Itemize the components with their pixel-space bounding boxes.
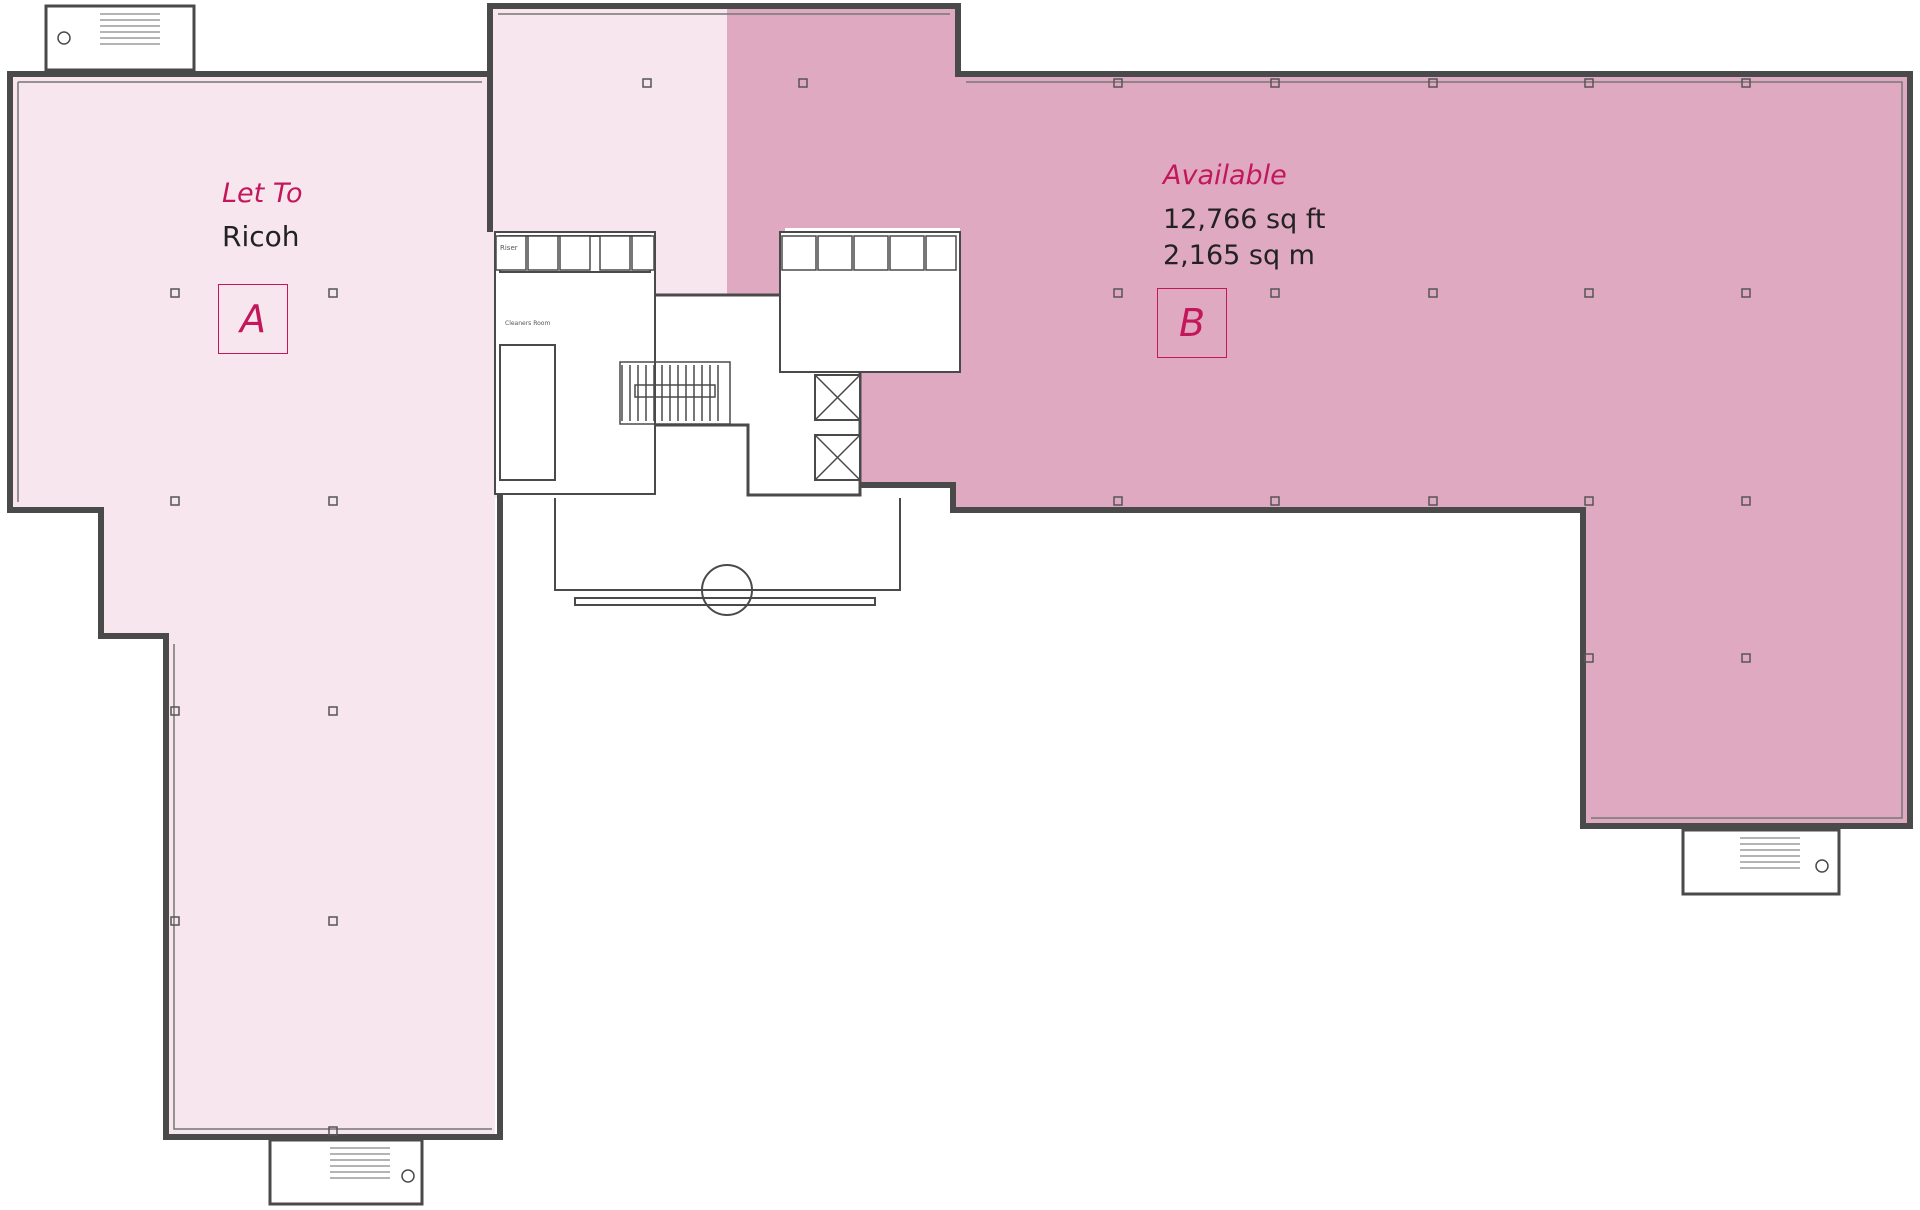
cleaners-room-label: Cleaners Room	[505, 320, 551, 327]
exterior-walls	[7, 3, 1913, 1140]
stair-treads	[100, 13, 1800, 1179]
lift-icon	[814, 374, 861, 481]
structural-columns	[170, 78, 1751, 1136]
unit-b-area-sqm: 2,165 sq m	[1163, 240, 1315, 271]
unit-a-tag[interactable]: A	[218, 284, 288, 354]
entrance-canopy	[554, 498, 901, 616]
riser-cupboards-east	[781, 235, 957, 271]
unit-a-status-label: Let To	[222, 178, 303, 209]
unit-b-area-sqft: 12,766 sq ft	[1163, 204, 1326, 235]
unit-a-tenant-name: Ricoh	[222, 220, 300, 253]
unit-b-status-label: Available	[1163, 160, 1287, 191]
unit-b-floor-area[interactable]	[727, 6, 1910, 826]
unit-a-floor-area[interactable]	[10, 6, 727, 1137]
unit-b-tag[interactable]: B	[1157, 288, 1227, 358]
wheelchair-icon	[57, 31, 1829, 1183]
glazing-lines	[17, 13, 1903, 1130]
riser-cupboards-west	[495, 235, 655, 271]
riser-label: Riser	[500, 244, 518, 252]
main-staircase	[619, 361, 731, 425]
core-facilities-west	[494, 231, 656, 495]
